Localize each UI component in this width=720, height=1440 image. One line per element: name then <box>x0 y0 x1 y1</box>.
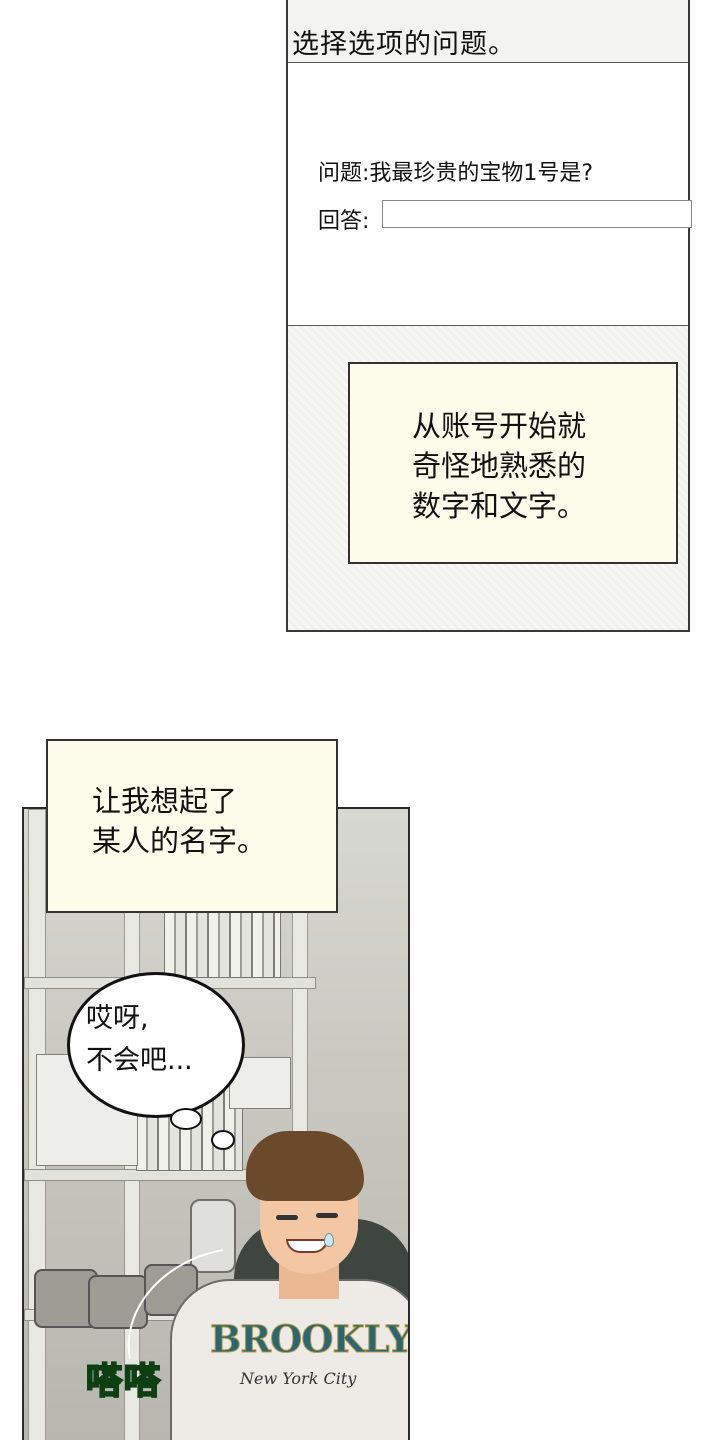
panel-header: 选择选项的问题。 <box>288 0 688 63</box>
sound-effect: 嗒嗒 <box>85 1360 163 1403</box>
thought-bubble <box>67 972 245 1118</box>
narration-line: 奇怪地熟悉的 <box>412 449 587 483</box>
shirt-print-sub: New York City <box>240 1369 357 1388</box>
narration-line: 数字和文字。 <box>412 489 587 523</box>
eye <box>316 1213 338 1218</box>
dumbbell <box>34 1269 98 1328</box>
narration-line: 某人的名字。 <box>92 824 267 858</box>
answer-label: 回答: <box>318 209 370 234</box>
answer-input[interactable] <box>382 200 692 228</box>
header-title: 选择选项的问题。 <box>292 29 516 60</box>
jar <box>190 1199 236 1273</box>
narration-box-2: 让我想起了 某人的名字。 <box>46 739 338 913</box>
thought-line: 不会吧... <box>86 1045 193 1076</box>
narration-box-1: 从账号开始就 奇怪地熟悉的 数字和文字。 <box>348 362 678 564</box>
thought-bubble-tail <box>211 1130 235 1150</box>
question-form: 问题:我最珍贵的宝物1号是? 回答: <box>288 63 692 326</box>
security-question: 问题:我最珍贵的宝物1号是? <box>318 161 594 186</box>
thought-text: 哎呀, 不会吧... <box>86 998 193 1082</box>
shirt <box>170 1279 408 1440</box>
narration-line: 让我想起了 <box>92 784 238 818</box>
thought-bubble-tail <box>170 1108 202 1130</box>
hair <box>246 1131 364 1201</box>
eye <box>276 1215 298 1220</box>
thought-line: 哎呀, <box>86 1003 149 1034</box>
sweat-drop <box>324 1233 334 1247</box>
narration-line: 从账号开始就 <box>412 409 587 443</box>
books <box>164 904 281 978</box>
